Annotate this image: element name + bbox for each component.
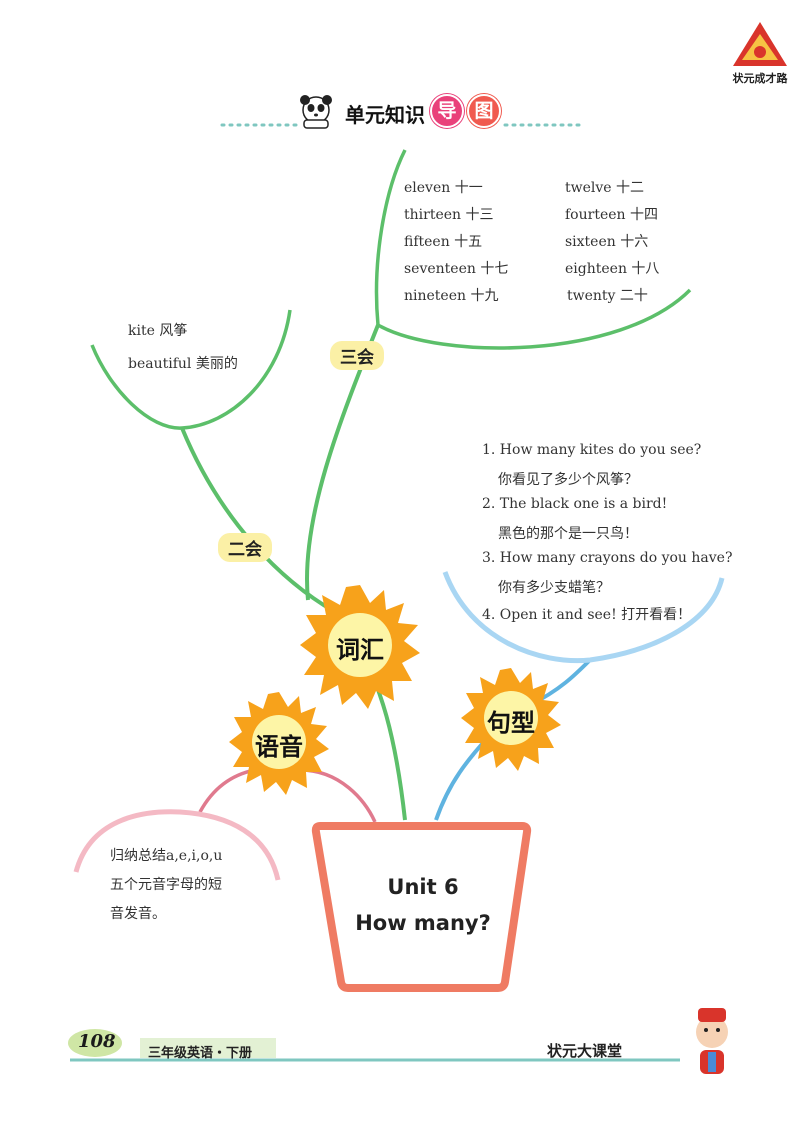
vocab-item: thirteen 十三 xyxy=(404,207,494,223)
branch-label-sentences: 句型 xyxy=(487,709,535,737)
two-bracket xyxy=(90,309,292,430)
vocab-item: eighteen 十八 xyxy=(565,261,660,277)
vocab-item: nineteen 十九 xyxy=(404,288,499,304)
vocab-item: twenty 二十 xyxy=(567,288,648,304)
sentence-en: 3. How many crayons do you have? xyxy=(482,550,733,566)
branch-label-phonics: 语音 xyxy=(255,733,303,761)
sentence-zh: 你看见了多少个风筝？ xyxy=(498,472,638,488)
logo-text: 状元成才路 xyxy=(732,72,788,85)
sun-sentences xyxy=(461,668,561,771)
sentence-zh: 黑色的那个是一只鸟！ xyxy=(498,526,638,542)
sentence-en: 2. The black one is a bird! xyxy=(482,496,668,512)
pot xyxy=(311,822,532,992)
vocab-item: twelve 十二 xyxy=(565,180,645,196)
tag-level-two: 二会 xyxy=(218,533,272,562)
phonics-line: 五个元音字母的短 xyxy=(110,877,222,893)
mascot-icon xyxy=(696,1008,728,1074)
sun-vocabulary xyxy=(300,585,420,709)
phonics-line: 归纳总结a,e,i,o,u xyxy=(110,848,223,864)
footer-book-title: 三年级英语・下册 xyxy=(148,1046,253,1061)
phonics-arc xyxy=(73,809,281,881)
phonics-stem-right xyxy=(299,768,377,823)
panda-icon xyxy=(300,95,332,129)
vocab-item: fourteen 十四 xyxy=(565,207,658,223)
vocab-item: beautiful 美丽的 xyxy=(128,356,238,372)
sentence-en: 4. Open it and see! 打开看看！ xyxy=(482,607,692,623)
vocab-item: fifteen 十五 xyxy=(404,234,483,250)
vocab-item: eleven 十一 xyxy=(404,180,483,196)
sentence-zh: 你有多少支蜡笔？ xyxy=(498,580,610,596)
title-badge-1: 导 xyxy=(430,94,464,128)
footer-brand: 状元大课堂 xyxy=(547,1042,623,1060)
unit-number: Unit 6 xyxy=(387,875,459,899)
sentence-en: 1. How many kites do you see? xyxy=(482,442,702,458)
vocab-item: kite 风筝 xyxy=(128,323,188,339)
three-bracket-left xyxy=(374,149,407,326)
footer-book-bg xyxy=(140,1038,276,1058)
branch-label-vocabulary: 词汇 xyxy=(336,636,384,664)
phonics-stem-left xyxy=(198,768,256,813)
tag-level-three: 三会 xyxy=(330,341,384,370)
unit-title: How many? xyxy=(355,911,491,935)
sentence-bracket xyxy=(442,571,725,664)
three-bracket-bottom xyxy=(377,288,692,350)
page-title: 单元知识 xyxy=(345,103,425,127)
sun-phonics xyxy=(229,692,329,795)
vocab-item: sixteen 十六 xyxy=(565,234,649,250)
logo-icon xyxy=(733,22,787,66)
page-number-bg xyxy=(68,1029,122,1057)
page-number: 108 xyxy=(78,1031,116,1052)
vocab-item: seventeen 十七 xyxy=(404,261,509,277)
title-badge-2: 图 xyxy=(467,94,501,128)
phonics-line: 音发音。 xyxy=(110,906,166,922)
phonics-text: 归纳总结a,e,i,o,u 五个元音字母的短 音发音。 xyxy=(110,842,222,929)
